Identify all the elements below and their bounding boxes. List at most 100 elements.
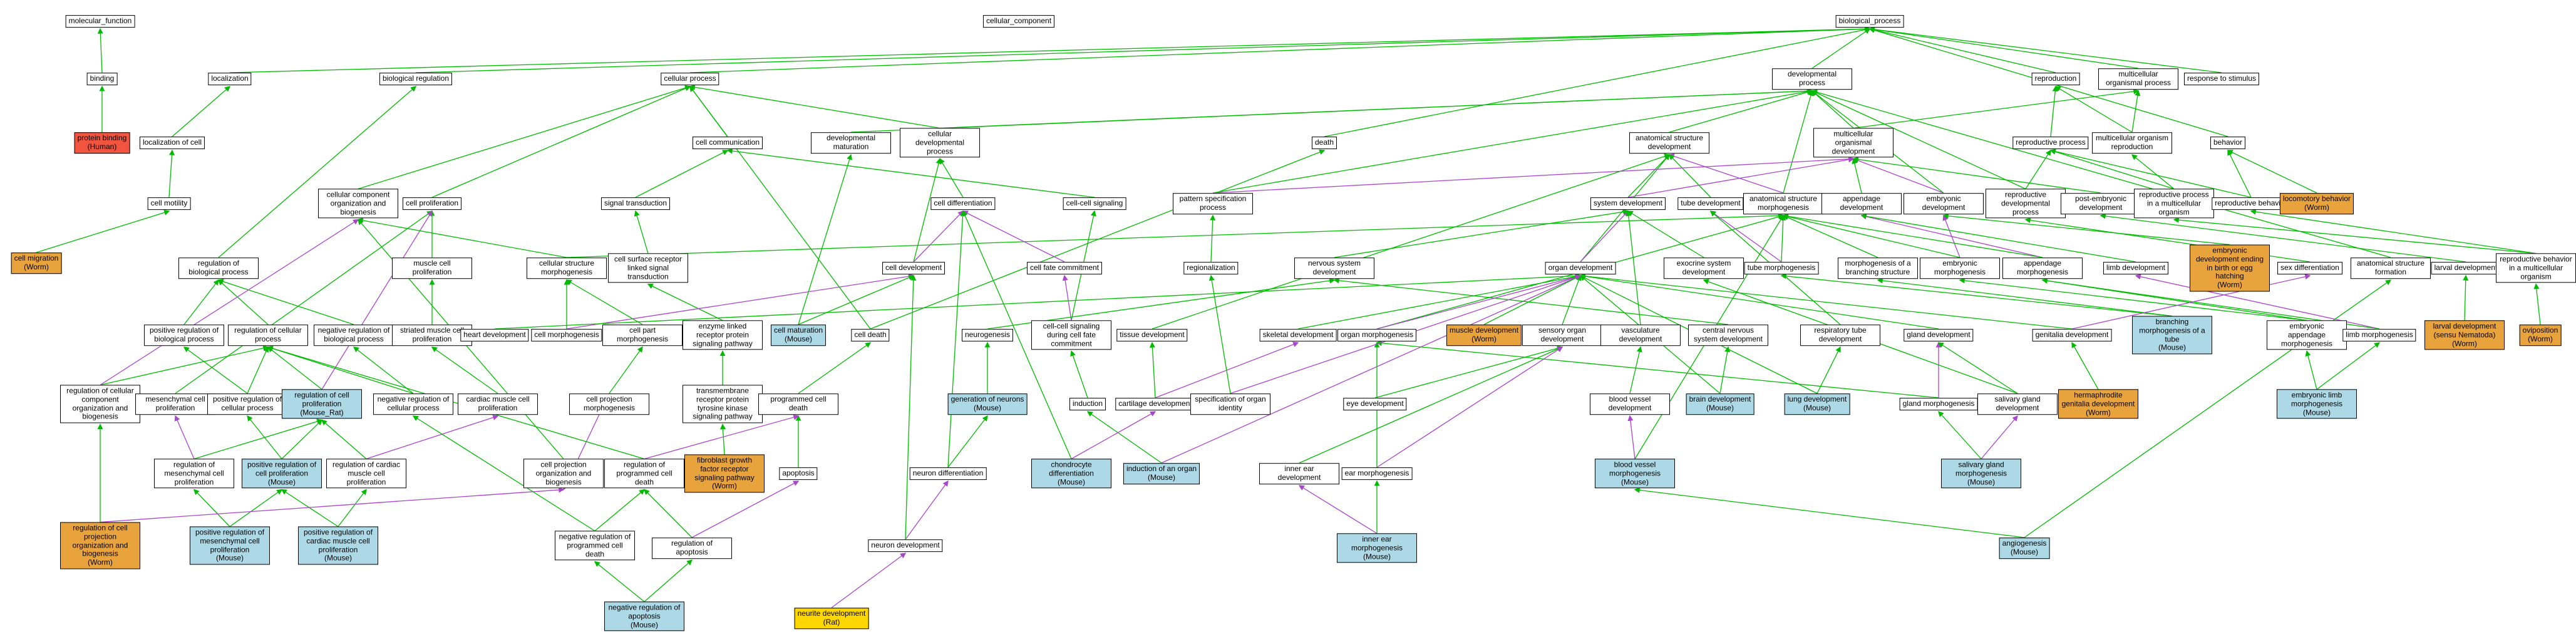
node-repro[interactable]: reproduction xyxy=(2031,73,2080,85)
node-angio[interactable]: angiogenesis(Mouse) xyxy=(1999,538,2050,559)
node-hgd[interactable]: hermaphrodite genitalia development(Worm… xyxy=(2058,389,2138,419)
node-rdp[interactable]: reproductive developmental process xyxy=(1986,189,2066,219)
node-bp[interactable]: biological_process xyxy=(1835,15,1904,28)
node-mf[interactable]: molecular_function xyxy=(65,15,135,28)
node-apoptosis[interactable]: apoptosis xyxy=(779,467,818,480)
node-genitdev[interactable]: genitalia development xyxy=(2032,329,2112,341)
node-tubedev[interactable]: tube development xyxy=(1677,197,1744,210)
node-muscdev[interactable]: muscle development(Worm) xyxy=(1446,325,1522,346)
node-bvd[interactable]: blood vessel development xyxy=(1590,393,1670,415)
node-celldevproc[interactable]: cellular developmental process xyxy=(900,128,980,158)
node-regapop[interactable]: regulation of apoptosis xyxy=(652,538,732,559)
node-asm[interactable]: anatomical structure morphogenesis xyxy=(1743,193,1823,214)
node-celldiff[interactable]: cell differentiation xyxy=(930,197,996,210)
node-trptksp[interactable]: transmembrane receptor protein tyrosine … xyxy=(683,385,763,423)
node-mesprolif[interactable]: mesenchymal cell proliferation xyxy=(135,393,215,415)
node-loccell[interactable]: localization of cell xyxy=(139,137,205,149)
node-lungdev[interactable]: lung development(Mouse) xyxy=(1784,393,1850,415)
node-edebeh[interactable]: embryonic development ending in birth or… xyxy=(2190,244,2270,292)
node-larvdev[interactable]: larval development xyxy=(2431,262,2501,274)
node-csrlst[interactable]: cell surface receptor linked signal tran… xyxy=(608,253,688,283)
node-posregbio[interactable]: positive regulation of biological proces… xyxy=(144,325,224,346)
node-tissuedev[interactable]: tissue development xyxy=(1116,329,1188,341)
node-cartdev[interactable]: cartilage development xyxy=(1115,398,1195,410)
node-vascdev[interactable]: vasculature development xyxy=(1600,325,1681,346)
node-cellprolif[interactable]: cell proliferation xyxy=(402,197,462,210)
node-strmuscprolif[interactable]: striated muscle cell proliferation xyxy=(392,325,472,346)
node-glanddev[interactable]: gland development xyxy=(1904,329,1974,341)
node-ccob[interactable]: cellular component organization and biog… xyxy=(318,189,398,219)
node-sexdiff[interactable]: sex differentiation xyxy=(2277,262,2342,274)
node-negregapop[interactable]: negative regulation of apoptosis(Mouse) xyxy=(604,601,684,631)
node-sigtrans[interactable]: signal transduction xyxy=(600,197,671,210)
node-skeldev[interactable]: skeletal development xyxy=(1259,329,1337,341)
node-cellmig[interactable]: cell migration(Worm) xyxy=(11,252,62,274)
node-death[interactable]: death xyxy=(1311,137,1337,149)
node-locobehav[interactable]: locomotory behavior(Worm) xyxy=(2279,193,2354,214)
node-exosys[interactable]: exocrine system development xyxy=(1664,257,1744,279)
node-embmorph[interactable]: embryonic morphogenesis xyxy=(1920,257,2000,279)
node-bioreg[interactable]: biological regulation xyxy=(379,73,453,85)
node-cprojmorph[interactable]: cell projection morphogenesis xyxy=(569,393,649,415)
node-respstim[interactable]: response to stimulus xyxy=(2183,73,2260,85)
node-regpcd[interactable]: regulation of programmed cell death xyxy=(604,459,684,489)
node-posregmes[interactable]: positive regulation of mesenchymal cell … xyxy=(190,526,270,565)
node-postemb[interactable]: post-embryonic development xyxy=(2061,193,2141,214)
node-bmt[interactable]: branching morphogenesis of a tube(Mouse) xyxy=(2132,316,2212,355)
node-devmat[interactable]: developmental maturation xyxy=(811,132,891,153)
node-tubemorph[interactable]: tube morphogenesis xyxy=(1744,262,1819,274)
node-ovipos[interactable]: oviposition(Worm) xyxy=(2519,325,2562,346)
node-soi[interactable]: specification of organ identity xyxy=(1190,393,1270,415)
node-sgm[interactable]: salivary gland morphogenesis(Mouse) xyxy=(1941,459,2021,489)
node-cardprolif[interactable]: cardiac muscle cell proliferation xyxy=(458,393,538,415)
node-neurogen[interactable]: neurogenesis xyxy=(961,329,1014,341)
node-embdev[interactable]: embryonic development xyxy=(1904,193,1984,214)
node-nsd[interactable]: nervous system development xyxy=(1294,257,1374,279)
node-cellcomm[interactable]: cell communication xyxy=(692,137,763,149)
node-rccob[interactable]: regulation of cellular component organiz… xyxy=(60,385,140,423)
node-eam[interactable]: embryonic appendage morphogenesis xyxy=(2267,320,2347,350)
node-regcellprolif[interactable]: regulation of cell proliferation(Mouse_R… xyxy=(282,389,362,419)
node-negregcell[interactable]: negative regulation of cellular process xyxy=(373,393,453,415)
node-organmorph[interactable]: organ morphogenesis xyxy=(1337,329,1417,341)
node-organdev[interactable]: organ development xyxy=(1545,262,1616,274)
node-cc[interactable]: cellular_component xyxy=(982,15,1055,28)
node-earmorph[interactable]: ear morphogenesis xyxy=(1341,467,1413,480)
node-bvm[interactable]: blood vessel morphogenesis(Mouse) xyxy=(1595,459,1675,489)
node-neurondiff[interactable]: neuron differentiation xyxy=(909,467,987,480)
node-regbio[interactable]: regulation of biological process xyxy=(178,257,259,279)
node-binding[interactable]: binding xyxy=(86,73,118,85)
node-induction[interactable]: induction xyxy=(1069,398,1106,410)
node-neurondev[interactable]: neuron development xyxy=(868,539,943,552)
node-cellmorph[interactable]: cell morphogenesis xyxy=(531,329,602,341)
node-asf[interactable]: anatomical structure formation xyxy=(2351,257,2431,279)
node-chondiff[interactable]: chondrocyte differentiation(Mouse) xyxy=(1031,459,1111,489)
node-regmes[interactable]: regulation of mesenchymal cell prolifera… xyxy=(154,459,234,489)
node-limbmorph[interactable]: limb morphogenesis xyxy=(2342,329,2416,341)
node-celldev[interactable]: cell development xyxy=(882,262,945,274)
node-rpmo[interactable]: reproductive process in a multicellular … xyxy=(2134,189,2214,219)
node-protbind[interactable]: protein binding(Human) xyxy=(74,132,130,153)
node-reproproc[interactable]: reproductive process xyxy=(2012,137,2089,149)
node-indorg[interactable]: induction of an organ(Mouse) xyxy=(1123,463,1200,484)
node-ied[interactable]: inner ear development xyxy=(1259,463,1339,484)
node-sysdev[interactable]: system development xyxy=(1590,197,1666,210)
node-eyedev[interactable]: eye development xyxy=(1343,398,1407,410)
node-cellproc[interactable]: cellular process xyxy=(661,73,719,85)
node-rbmo[interactable]: reproductive behavior in a multicellular… xyxy=(2496,253,2576,283)
node-asd[interactable]: anatomical structure development xyxy=(1629,132,1709,153)
node-mor[interactable]: multicellular organism reproduction xyxy=(2092,132,2172,153)
node-mod[interactable]: multicellular organismal development xyxy=(1813,128,1893,158)
node-loc[interactable]: localization xyxy=(208,73,252,85)
node-negregbio[interactable]: negative regulation of biological proces… xyxy=(314,325,394,346)
node-cellmot[interactable]: cell motility xyxy=(147,197,191,210)
node-muscprolif[interactable]: muscle cell proliferation xyxy=(392,257,472,279)
node-posregcard[interactable]: positive regulation of cardiac muscle ce… xyxy=(298,526,378,565)
node-regcard[interactable]: regulation of cardiac muscle cell prolif… xyxy=(326,459,406,489)
node-mbs[interactable]: morphogenesis of a branching structure xyxy=(1838,257,1918,279)
node-csm[interactable]: cellular structure morphogenesis xyxy=(527,257,607,279)
node-fgfr[interactable]: fibroblast growth factor receptor signal… xyxy=(684,454,765,493)
node-ccsig[interactable]: cell-cell signaling xyxy=(1063,197,1126,210)
node-cfc[interactable]: cell fate commitment xyxy=(1026,262,1103,274)
node-posregprolif[interactable]: positive regulation of cell proliferatio… xyxy=(242,459,322,489)
